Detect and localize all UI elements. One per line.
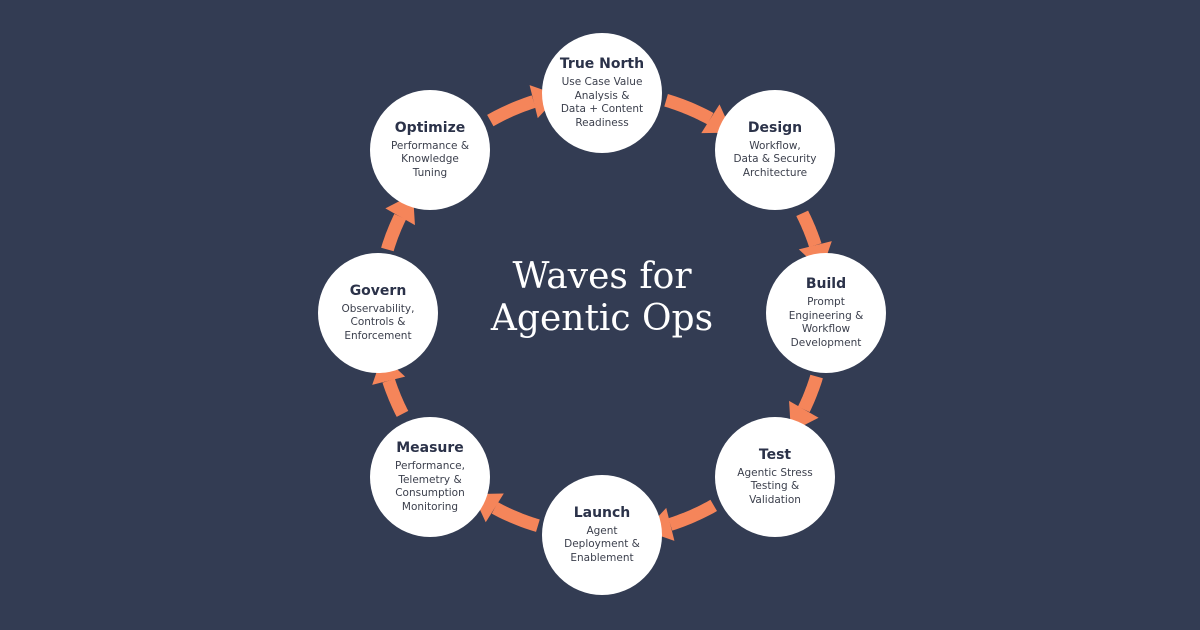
node-title: Test — [758, 446, 792, 463]
arrow-shaft — [664, 94, 714, 125]
node-title: Launch — [573, 504, 631, 521]
node-description: Workflow, Data & Security Architecture — [733, 139, 817, 179]
node-title: Measure — [396, 440, 464, 456]
arrow-shaft — [796, 210, 822, 248]
node-title: True North — [559, 56, 645, 72]
arrow-shaft — [382, 378, 409, 417]
node-title: Govern — [349, 282, 407, 299]
arrow-shaft — [668, 499, 717, 531]
node-description: Use Case Value Analysis & Data + Content… — [560, 76, 644, 129]
node-description: Agent Deployment & Enablement — [564, 524, 640, 564]
diagram-title: Waves for Agentic Ops — [452, 256, 752, 340]
node-description: Agentic Stress Testing & Validation — [737, 466, 813, 506]
title-line-2: Agentic Ops — [490, 298, 714, 339]
arrow-shaft — [491, 502, 540, 532]
node-description: Performance, Telemetry & Consumption Mon… — [395, 460, 465, 513]
arrow-shaft — [381, 213, 407, 252]
node-title: Build — [805, 276, 847, 292]
node-title: Optimize — [394, 119, 466, 136]
node-description: Observability, Controls & Enforcement — [341, 302, 415, 342]
node-description: Performance & Knowledge Tuning — [390, 139, 470, 179]
arrow-shaft — [797, 374, 823, 413]
node-title: Design — [747, 119, 803, 136]
arrow-shaft — [487, 95, 536, 127]
node-description: Prompt Engineering & Workflow Developmen… — [788, 296, 864, 349]
title-line-1: Waves for — [512, 256, 692, 297]
